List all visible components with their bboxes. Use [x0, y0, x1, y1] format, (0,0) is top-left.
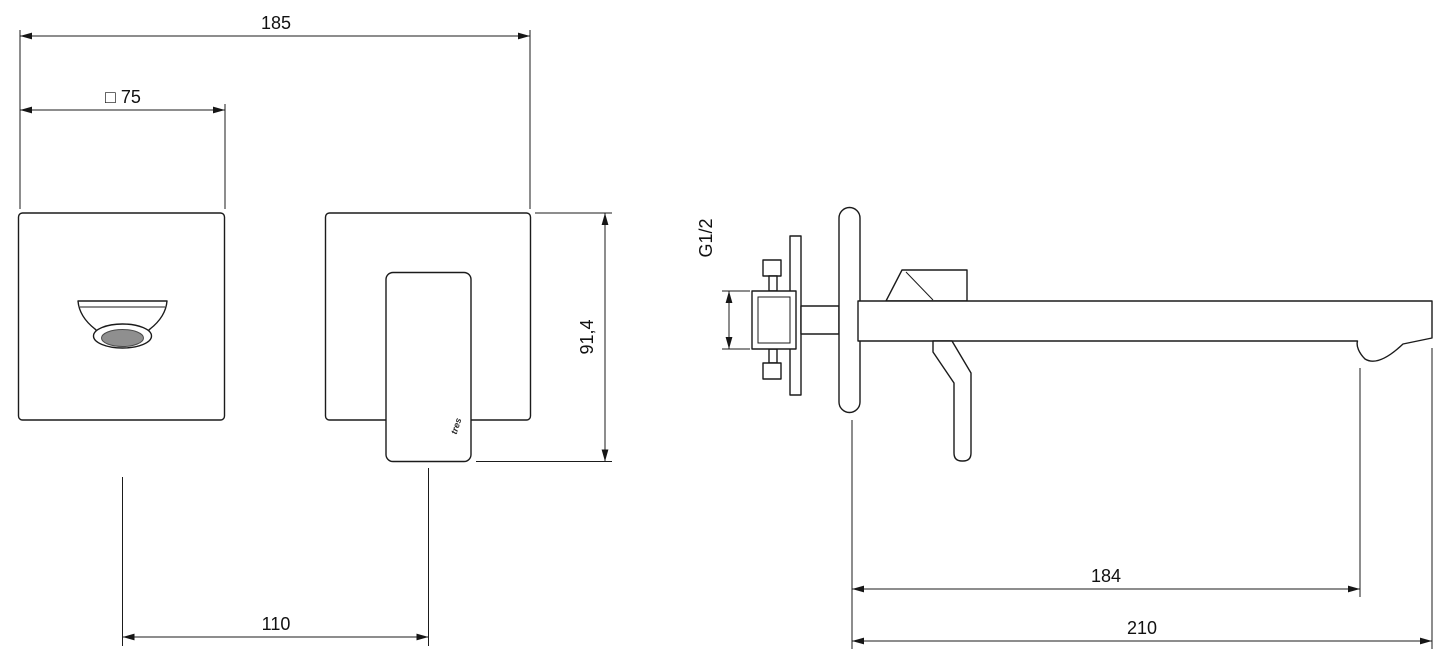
- mixer-body-outline: [885, 269, 968, 302]
- inlet-fitting-top: [762, 259, 782, 277]
- mixer-body-edge: [905, 271, 934, 301]
- spout-front: [77, 300, 168, 349]
- dim-label-91-4: 91,4: [577, 319, 597, 354]
- dim-thread: G1/2: [696, 218, 750, 350]
- inlet-fitting-bottom: [762, 362, 782, 380]
- valve-shaft: [800, 305, 840, 335]
- dim-total-width: 185: [19, 13, 531, 209]
- handle-front: [385, 271, 472, 463]
- dim-label-square-75: □ 75: [105, 87, 141, 107]
- dim-height: 91,4: [476, 212, 612, 462]
- mixer-body-side: [885, 269, 968, 302]
- spout-side: [857, 300, 1433, 362]
- dim-spout-aerator: 184: [852, 368, 1361, 597]
- dim-label-184: 184: [1091, 566, 1121, 586]
- side-view: G1/2 184 210: [696, 206, 1433, 649]
- dim-spout-total: 210: [851, 348, 1433, 649]
- dim-label-110: 110: [262, 614, 291, 634]
- thread-body: [751, 290, 797, 350]
- dim-plate-size: □ 75: [20, 87, 226, 209]
- front-view: tres 185 □ 75 91,4 110: [17, 13, 612, 646]
- concealed-valve: [751, 235, 840, 396]
- lever-side: [932, 340, 972, 462]
- inlet-stub-bottom: [768, 348, 778, 364]
- dim-label-210: 210: [1127, 618, 1157, 638]
- wall-plate-side: [838, 206, 861, 414]
- dim-label-g12: G1/2: [696, 218, 716, 257]
- brand-mark: tres: [449, 417, 464, 436]
- aerator: [101, 329, 144, 347]
- inlet-stub-top: [768, 275, 778, 292]
- dim-label-185: 185: [261, 13, 291, 33]
- dim-center-distance: 110: [122, 468, 429, 646]
- thread-body-inner: [757, 296, 791, 344]
